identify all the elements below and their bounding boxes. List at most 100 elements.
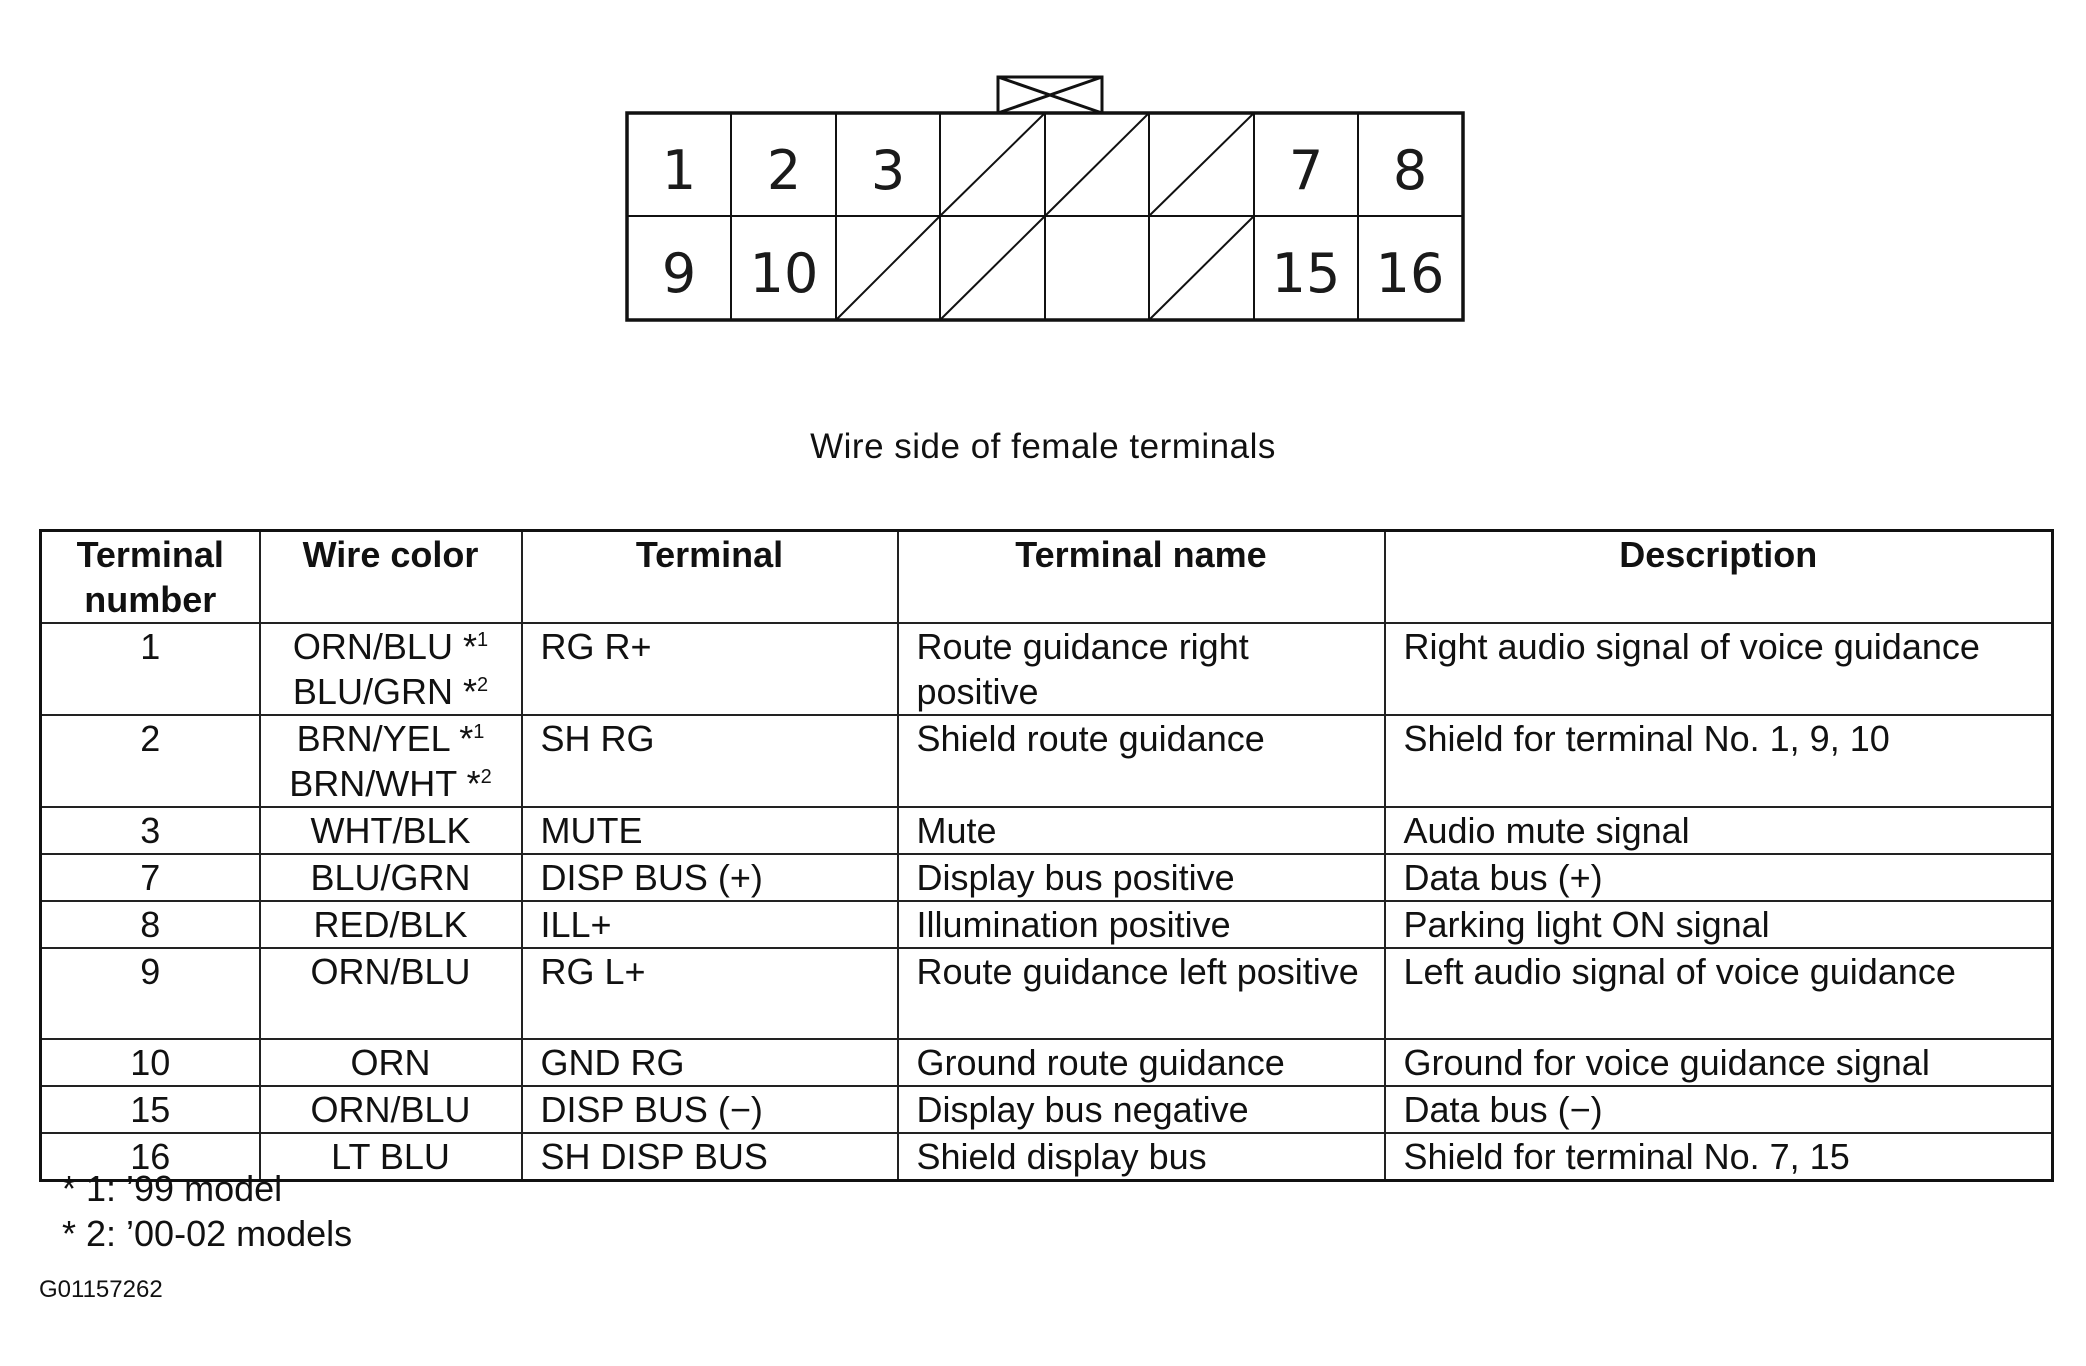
footnote-marker: 1 [476,629,489,651]
terminal-name-cell: Route guidance right positive [896,622,1386,716]
terminal-cell: GND RG [520,1038,899,1087]
header-wire-color: Wire color [258,529,523,624]
terminal-cell: DISP BUS (−) [520,1085,899,1134]
terminal-number-cell: 10 [39,1038,261,1087]
terminal-number-cell: 7 [39,853,261,902]
cavity-label: 2 [767,139,801,202]
cavity-label: 1 [662,139,696,202]
description-cell: Parking light ON signal [1383,900,2054,949]
cavity-label: 3 [871,139,905,202]
terminal-number-cell: 2 [39,714,261,808]
terminal-table: Terminal number Wire color Terminal Term… [39,529,2054,1182]
wire-color-text: ORN/BLU * [292,626,477,667]
footnote-marker: 1 [473,721,485,743]
wire-color-cell: WHT/BLK [258,806,523,855]
description-cell: Left audio signal of voice guidance [1383,947,2054,1040]
wire-color-text: ORN/BLU [310,951,471,992]
wire-color-cell: RED/BLK [258,900,523,949]
wire-color-text: BLU/GRN [310,857,471,898]
terminal-name-cell: Ground route guidance [896,1038,1386,1087]
wire-color: RED/BLK [279,902,503,947]
terminal-cell: DISP BUS (+) [520,853,899,902]
terminal-name-cell: Shield display bus [896,1132,1386,1182]
header-label: Terminal number [76,534,224,620]
cavity-label: 15 [1272,242,1341,305]
terminal-number-cell: 1 [39,622,261,716]
empty-cavity-slashes [835,112,1255,321]
connector-diagram: 1 2 3 7 8 9 10 15 16 [625,75,1465,322]
description-cell: Data bus (+) [1383,853,2054,902]
cavity-label: 16 [1376,242,1445,305]
header-description: Description [1383,529,2054,624]
wire-color-text: ORN/BLU [310,1089,471,1130]
connector-lock-tab [996,75,1104,115]
header-terminal: Terminal [520,529,899,624]
footnote-marker: 2 [480,766,492,788]
cavity-label: 7 [1289,139,1323,202]
terminal-name-cell: Display bus negative [896,1085,1386,1134]
cavity-label: 8 [1393,139,1427,202]
footnote-marker: 2 [476,674,489,696]
wire-color: BRN/WHT *2 [279,761,503,806]
table-row: 7 BLU/GRN DISP BUS (+)Display bus positive… [39,853,2054,902]
table-header-row: Terminal number Wire color Terminal Term… [39,529,2054,624]
description-cell: Shield for terminal No. 7, 15 [1383,1132,2054,1182]
wire-color: WHT/BLK [279,808,503,853]
wire-color-text: BRN/WHT * [289,763,481,804]
wire-color-text: WHT/BLK [310,810,471,851]
wire-color-cell: BLU/GRN [258,853,523,902]
description-cell: Right audio signal of voice guidance [1383,622,2054,716]
description-cell: Shield for terminal No. 1, 9, 10 [1383,714,2054,808]
header-terminal-name: Terminal name [896,529,1386,624]
terminal-number-cell: 16 [39,1132,261,1182]
wire-color: BLU/GRN *2 [279,669,503,714]
terminal-name-cell: Display bus positive [896,853,1386,902]
wire-color: LT BLU [279,1134,503,1179]
terminal-cell: MUTE [520,806,899,855]
wire-color-cell: ORN/BLU [258,947,523,1040]
terminal-name-cell: Illumination positive [896,900,1386,949]
terminal-name-cell: Route guidance left positive [896,947,1386,1040]
terminal-cell: SH RG [520,714,899,808]
description-cell: Ground for voice guidance signal [1383,1038,2054,1087]
cavity-label: 10 [750,242,819,305]
wire-color: BLU/GRN [279,855,503,900]
wire-color-cell: LT BLU [258,1132,523,1182]
terminal-labels: 1 2 3 7 8 9 10 15 16 [662,139,1445,305]
wire-color-cell: ORN [258,1038,523,1087]
terminal-name-cell: Mute [896,806,1386,855]
wire-color-text: BRN/YEL * [296,718,474,759]
wire-color: ORN [279,1040,503,1085]
wire-color-cell: ORN/BLU [258,1085,523,1134]
wire-color-text: BLU/GRN * [292,671,477,712]
wire-color-text: RED/BLK [313,904,468,945]
table-row: 9 ORN/BLU RG L+Route guidance left positiv… [39,947,2054,1040]
cavity-label: 9 [662,242,696,305]
terminal-number-cell: 8 [39,900,261,949]
footnotes: * 1: ’99 model * 2: ’00-02 models [62,1166,352,1256]
description-cell: Data bus (−) [1383,1085,2054,1134]
terminal-cell: RG L+ [520,947,899,1040]
wire-color: ORN/BLU [279,1087,503,1132]
wire-color-text: ORN [350,1042,431,1083]
terminal-name-cell: Shield route guidance [896,714,1386,808]
footnote: * 1: ’99 model [62,1168,283,1209]
wire-color: ORN/BLU [279,949,503,994]
wire-color: ORN/BLU *1 [279,624,503,669]
terminal-cell: SH DISP BUS [520,1132,899,1182]
terminal-number-cell: 3 [39,806,261,855]
header-terminal-number: Terminal number [39,529,261,624]
terminal-number-cell: 9 [39,947,261,1040]
wire-color-text: LT BLU [331,1136,450,1177]
figure-id: G01157262 [39,1276,163,1303]
terminal-number-cell: 15 [39,1085,261,1134]
terminal-cell: RG R+ [520,622,899,716]
